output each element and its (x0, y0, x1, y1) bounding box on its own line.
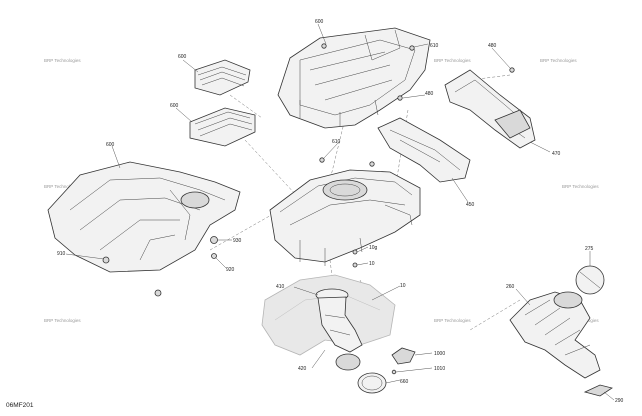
document-id: 06MF201 (6, 402, 34, 409)
callout-470: 470 (552, 151, 561, 157)
callout-10: 10 (400, 283, 406, 289)
callout-labels: 600 610 480 600 600 480 470 450 610 600 … (57, 19, 624, 404)
callout-260: 260 (506, 284, 515, 290)
airbox-base (269, 169, 421, 266)
callout-610: 610 (332, 139, 341, 145)
callout-930: 930 (233, 238, 242, 244)
clamp-290 (583, 384, 613, 397)
callout-275: 275 (585, 246, 594, 252)
callout-450: 450 (466, 202, 475, 208)
intake-tube (315, 288, 363, 371)
filter-housing (189, 107, 256, 147)
clamp-ring-660 (357, 372, 387, 394)
callout-600: 600 (170, 103, 179, 109)
callout-10: 10 (369, 261, 375, 267)
watermark: BRP Technologies (540, 58, 577, 63)
callout-600: 600 (106, 142, 115, 148)
callout-610: 610 (430, 43, 439, 49)
watermark: BRP Technologies (434, 58, 471, 63)
callout-480: 480 (488, 43, 497, 49)
intake-duct-upper (444, 69, 536, 149)
callout-910: 910 (57, 251, 66, 257)
filter-element (194, 59, 251, 96)
callout-1010: 1010 (434, 366, 445, 372)
callout-920: 920 (226, 267, 235, 273)
callout-600: 600 (178, 54, 187, 60)
intake-duct-lower (377, 117, 471, 183)
callout-10g: 10g (369, 245, 378, 251)
callout-660: 660 (400, 379, 409, 385)
callout-600: 600 (315, 19, 324, 25)
fasteners (102, 43, 515, 375)
callout-1000: 1000 (434, 351, 445, 357)
coupler-duct-260 (509, 291, 601, 379)
watermark: BRP Technologies (44, 318, 81, 323)
watermark: BRP Technologies (44, 184, 81, 189)
callout-290: 290 (615, 398, 624, 404)
callout-420: 420 (298, 366, 307, 372)
cap-1000 (391, 347, 416, 365)
leader-lines (65, 23, 615, 401)
cap-275 (575, 265, 605, 295)
lower-pan (47, 161, 241, 273)
watermark: BRP Technologies (44, 58, 81, 63)
callout-410: 410 (276, 284, 285, 290)
upper-airbox-cover (277, 27, 431, 129)
watermark: BRP Technologies (562, 184, 599, 189)
callout-480: 480 (425, 91, 434, 97)
watermark: BRP Technologies (434, 318, 471, 323)
